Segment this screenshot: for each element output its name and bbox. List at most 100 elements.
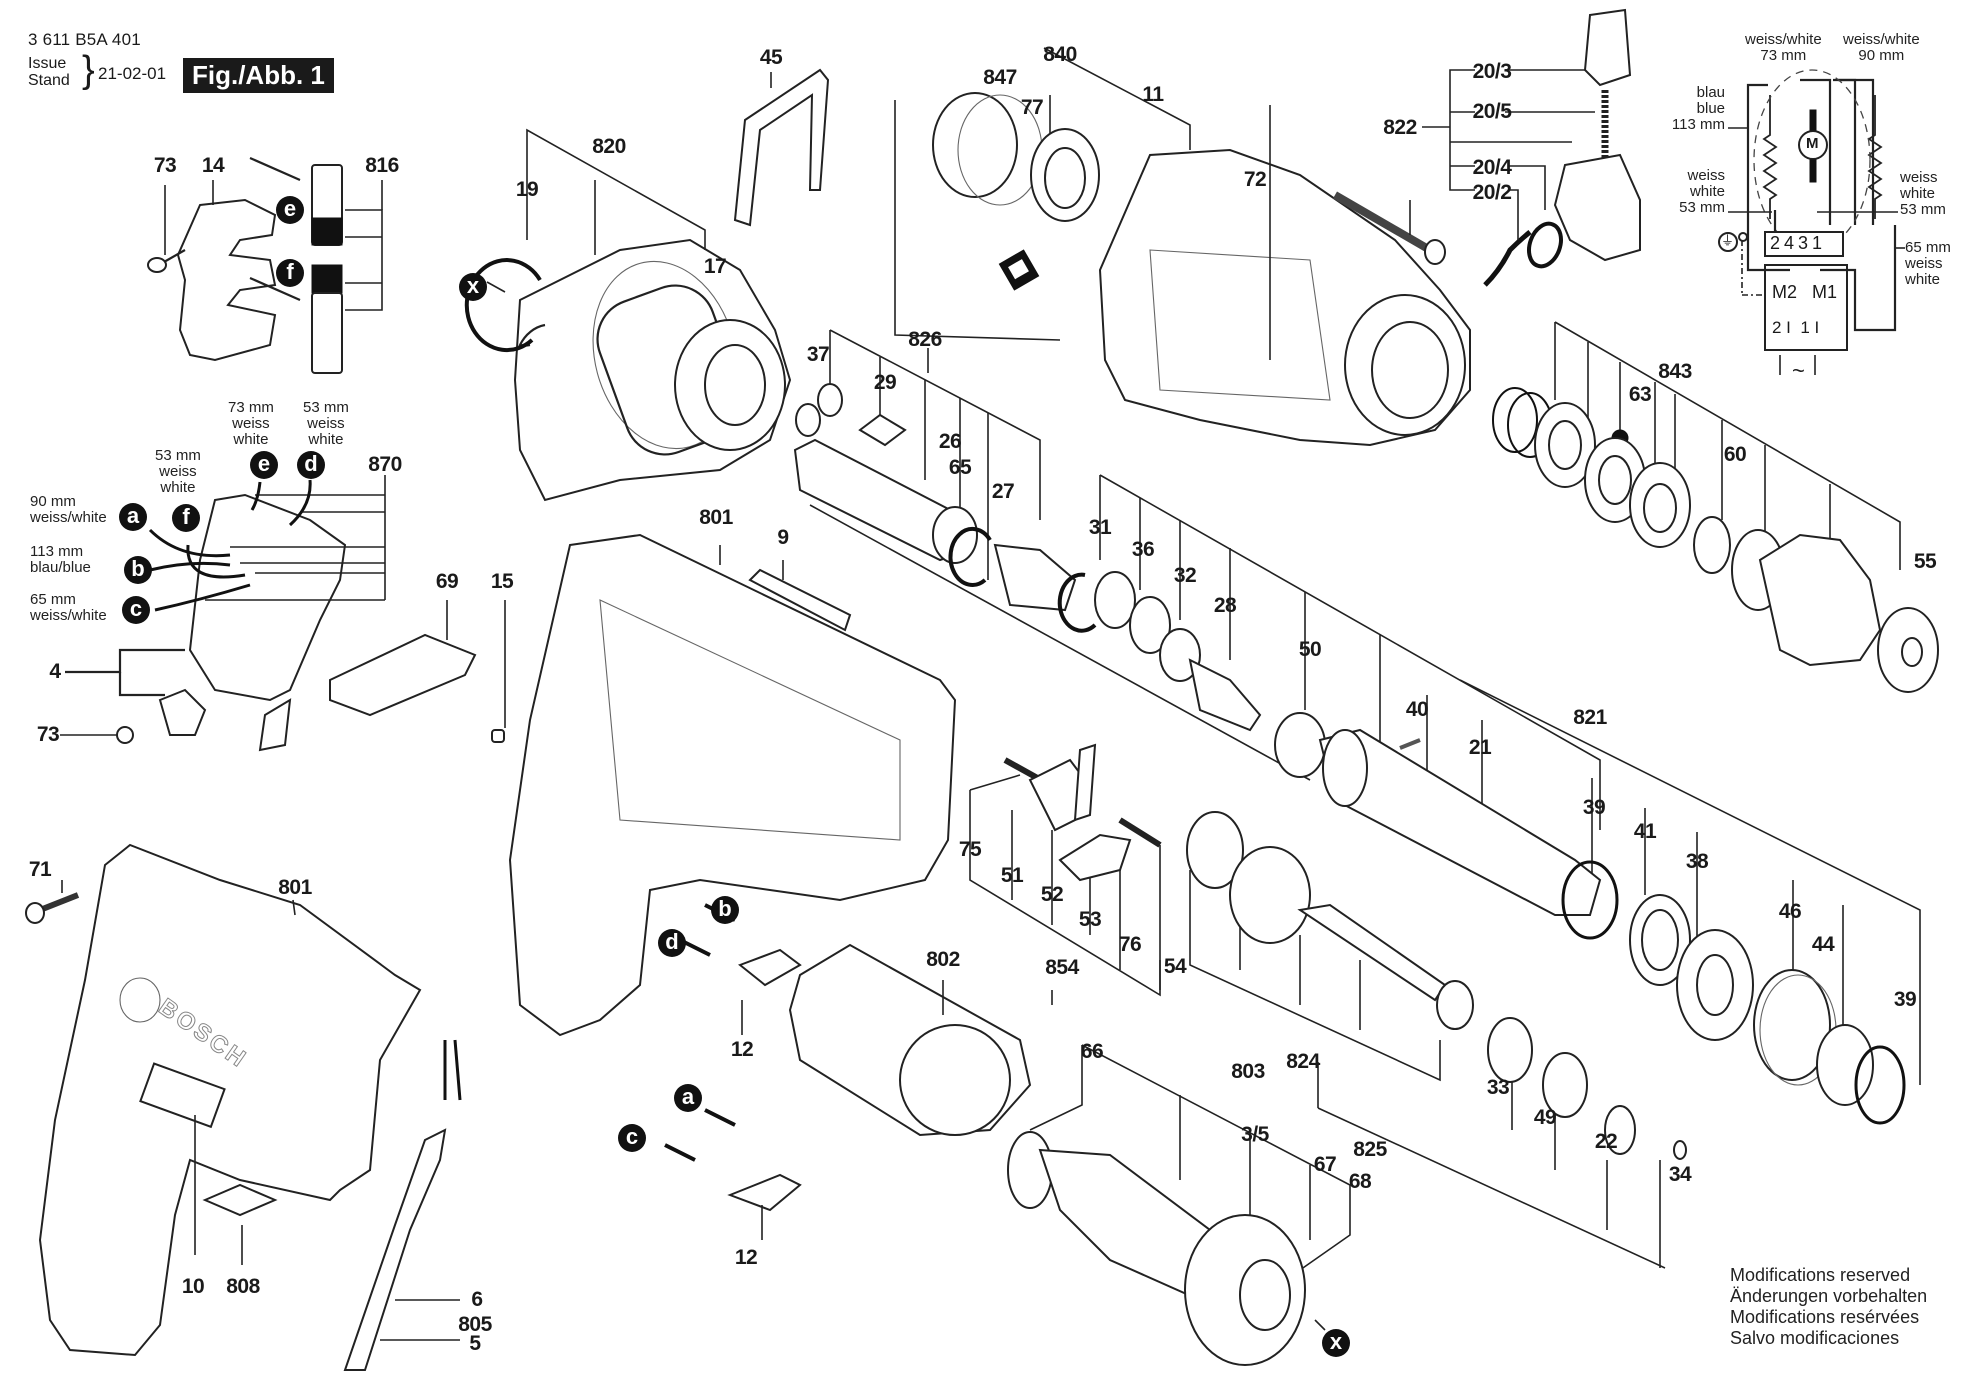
part-label[interactable]: 808: [226, 1275, 260, 1298]
part-label[interactable]: 32: [1173, 564, 1197, 587]
wiring-note-blue-113mm: blau blue 113 mm: [1671, 84, 1725, 133]
part-label[interactable]: 66: [1080, 1040, 1104, 1063]
part-label[interactable]: 77: [1020, 96, 1044, 119]
part-label[interactable]: 17: [703, 255, 727, 278]
part-label[interactable]: 15: [490, 570, 514, 593]
part-label[interactable]: 71: [28, 858, 52, 881]
part-label[interactable]: 45: [759, 46, 783, 69]
part-label[interactable]: 34: [1668, 1163, 1692, 1186]
part-label[interactable]: 29: [873, 371, 897, 394]
part-label[interactable]: 68: [1348, 1170, 1372, 1193]
connector-marker-f: f: [276, 259, 304, 287]
part-label[interactable]: 76: [1118, 933, 1142, 956]
part-label[interactable]: 65: [948, 456, 972, 479]
part-label[interactable]: 6: [471, 1288, 483, 1311]
part-label[interactable]: 21: [1468, 736, 1492, 759]
part-label[interactable]: 11: [1142, 83, 1164, 106]
part-label[interactable]: 870: [368, 453, 402, 476]
part-label[interactable]: 44: [1811, 933, 1835, 956]
part-label[interactable]: 33: [1486, 1076, 1510, 1099]
part-label[interactable]: 39: [1893, 988, 1917, 1011]
part-label[interactable]: 49: [1533, 1106, 1557, 1129]
part-label[interactable]: 54: [1163, 955, 1187, 978]
part-label[interactable]: 26: [938, 430, 962, 453]
part-label[interactable]: 826: [908, 328, 942, 351]
part-label[interactable]: 40: [1405, 698, 1429, 721]
part-label[interactable]: 37: [806, 343, 830, 366]
part-label[interactable]: 38: [1685, 850, 1709, 873]
part-label[interactable]: 820: [592, 135, 626, 158]
part-label[interactable]: 20/5: [1472, 100, 1512, 123]
part-label[interactable]: 67: [1313, 1153, 1337, 1176]
part-label[interactable]: 12: [730, 1038, 754, 1061]
part-label[interactable]: 69: [435, 570, 459, 593]
part-label[interactable]: 41: [1633, 820, 1657, 843]
part-label[interactable]: 803: [1231, 1060, 1265, 1083]
terminal-1: 1: [1812, 233, 1827, 253]
connector-marker-x: x: [459, 273, 487, 301]
part-label[interactable]: 9: [777, 526, 789, 549]
part-striker-group: [1057, 474, 1601, 830]
part-label[interactable]: 4: [49, 660, 61, 683]
part-label[interactable]: 51: [1000, 864, 1024, 887]
part-label[interactable]: 20/2: [1472, 181, 1512, 204]
issue-stand-label: Issue Stand: [28, 55, 70, 89]
connector-marker-f: f: [172, 504, 200, 532]
part-label[interactable]: 5: [469, 1332, 481, 1355]
part-housing-cover: [1098, 105, 1471, 447]
part-label[interactable]: 22: [1594, 1130, 1618, 1153]
part-label[interactable]: 36: [1131, 538, 1155, 561]
part-label[interactable]: 53: [1078, 908, 1102, 931]
notice-de: Änderungen vorbehalten: [1730, 1286, 1928, 1306]
part-label[interactable]: 10: [181, 1275, 205, 1298]
part-label[interactable]: 801: [278, 876, 312, 899]
part-label[interactable]: 821: [1573, 706, 1607, 729]
part-label[interactable]: 822: [1383, 116, 1417, 139]
part-label[interactable]: 55: [1913, 550, 1937, 573]
part-label[interactable]: 60: [1723, 443, 1747, 466]
part-switch-870: [60, 475, 386, 752]
connector-marker-c: c: [122, 596, 150, 624]
part-label[interactable]: 39: [1582, 796, 1606, 819]
part-label[interactable]: 19: [515, 178, 539, 201]
part-label[interactable]: 50: [1298, 638, 1322, 661]
part-label[interactable]: 73: [36, 723, 60, 746]
part-label[interactable]: 28: [1213, 594, 1237, 617]
part-label[interactable]: 27: [991, 480, 1015, 503]
part-label[interactable]: 847: [983, 66, 1017, 89]
part-label[interactable]: 801: [699, 506, 733, 529]
part-label[interactable]: 824: [1286, 1050, 1320, 1073]
part-piston-826: [793, 329, 1311, 781]
part-brush-holder-bracket: [147, 180, 277, 362]
part-label[interactable]: 840: [1043, 43, 1077, 66]
part-label[interactable]: 63: [1628, 383, 1652, 406]
part-label[interactable]: 802: [926, 948, 960, 971]
part-switch-slider-69: [329, 600, 477, 717]
part-label[interactable]: 52: [1040, 883, 1064, 906]
part-label[interactable]: 3/5: [1241, 1123, 1269, 1146]
part-spring-clip-45: [733, 68, 830, 227]
part-label[interactable]: 805: [458, 1313, 492, 1336]
part-label[interactable]: 72: [1243, 168, 1267, 191]
part-label[interactable]: 825: [1353, 1138, 1387, 1161]
part-label[interactable]: 12: [734, 1246, 758, 1269]
part-armature-803: [1007, 1044, 1351, 1366]
connector-marker-d: d: [297, 451, 325, 479]
part-label[interactable]: 854: [1045, 956, 1079, 979]
part-label[interactable]: 46: [1778, 900, 1802, 923]
part-label[interactable]: 31: [1088, 516, 1112, 539]
part-intermediate-shaft-824: [1186, 811, 1687, 1269]
part-label[interactable]: 73: [153, 154, 177, 177]
notice-fr: Modifications resérvées: [1730, 1307, 1920, 1327]
part-screw-72: [1332, 191, 1446, 265]
part-label[interactable]: 20/4: [1472, 156, 1512, 179]
part-label[interactable]: 75: [958, 838, 982, 861]
connector-marker-e: e: [276, 196, 304, 224]
part-tool-holder-843: [1492, 321, 1939, 693]
part-label[interactable]: 816: [365, 154, 399, 177]
part-label[interactable]: 20/3: [1472, 60, 1512, 83]
part-label[interactable]: 843: [1658, 360, 1692, 383]
connector-marker-a: a: [119, 503, 147, 531]
part-label[interactable]: 14: [201, 154, 225, 177]
